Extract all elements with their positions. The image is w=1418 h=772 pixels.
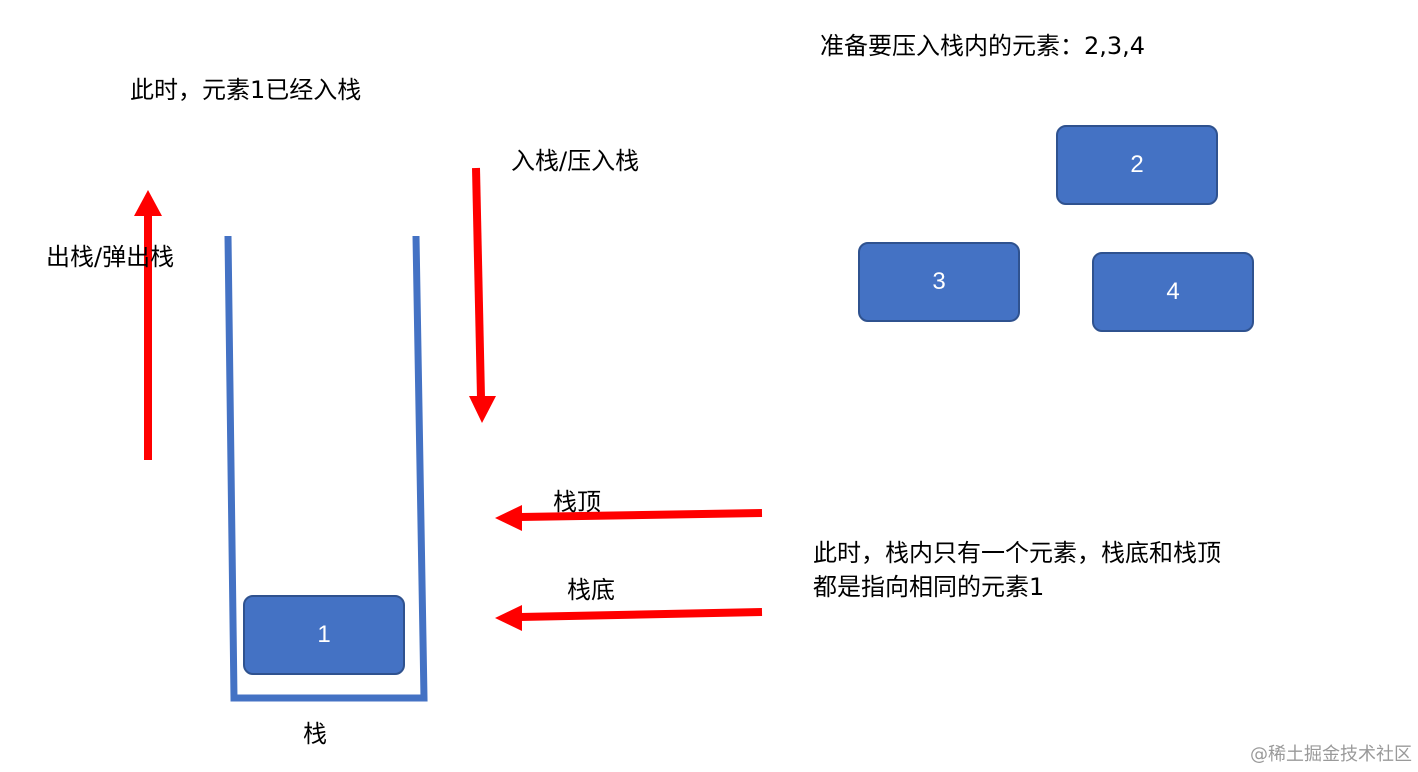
pending-element-4: 4 <box>1092 252 1254 332</box>
note-line-1: 此时，栈内只有一个元素，栈底和栈顶 <box>813 539 1221 567</box>
push-label: 入栈/压入栈 <box>511 147 640 175</box>
stack-label: 栈 <box>303 720 327 748</box>
stack-container <box>224 235 428 702</box>
stack-element-1: 1 <box>243 595 405 675</box>
pop-arrow <box>134 190 162 460</box>
pending-element-2: 2 <box>1056 125 1218 205</box>
pending-element-3: 3 <box>858 242 1020 322</box>
status-pushed-label: 此时，元素1已经入栈 <box>130 76 362 104</box>
note-text: 此时，栈内只有一个元素，栈底和栈顶 都是指向相同的元素1 <box>813 536 1221 604</box>
pending-elements-label: 准备要压入栈内的元素：2,3,4 <box>820 32 1146 60</box>
push-arrow <box>469 167 496 423</box>
stack-top-label: 栈顶 <box>553 488 601 516</box>
stack-bottom-arrow <box>495 605 763 631</box>
stack-top-arrow <box>495 505 763 531</box>
note-line-2: 都是指向相同的元素1 <box>813 573 1045 601</box>
pop-label: 出栈/弹出栈 <box>46 243 175 271</box>
watermark: @稀土掘金技术社区 <box>1250 744 1412 765</box>
stack-bottom-label: 栈底 <box>567 576 615 604</box>
